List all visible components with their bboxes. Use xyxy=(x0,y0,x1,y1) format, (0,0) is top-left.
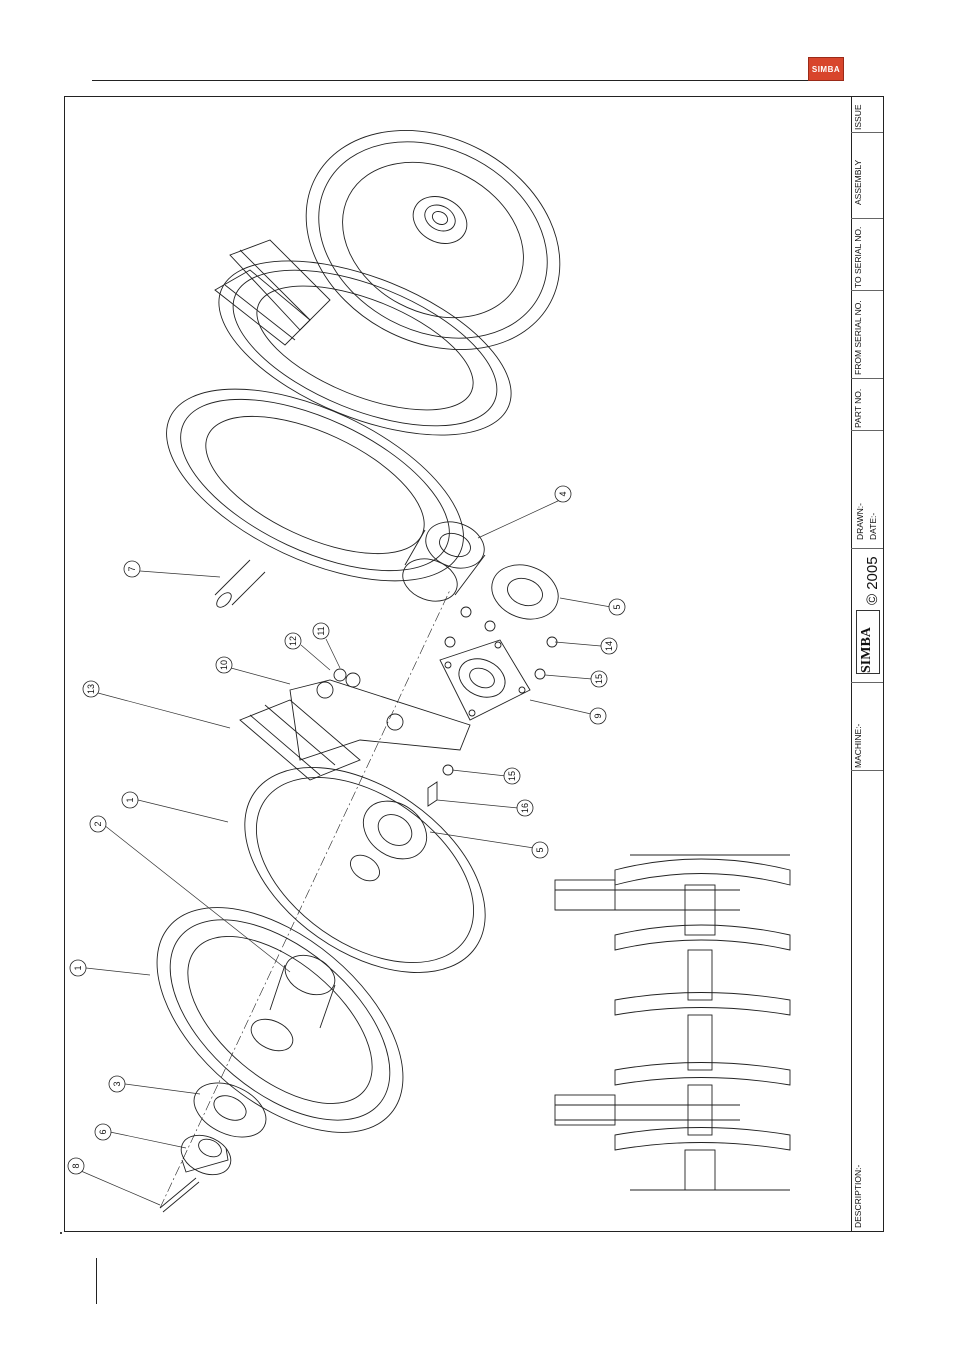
disc-top-right xyxy=(268,87,599,392)
arm-bracket xyxy=(240,680,470,780)
disc-second xyxy=(195,225,535,471)
washer-bottom xyxy=(185,1072,274,1148)
disc-middle xyxy=(207,725,522,1014)
callout-10-num: 10 xyxy=(219,660,229,670)
corner-mark xyxy=(60,1232,62,1234)
callout-13-num: 13 xyxy=(86,684,96,694)
callout-11-num: 11 xyxy=(316,626,326,635)
callout-15b-num: 15 xyxy=(507,771,517,781)
callout-7-num: 7 xyxy=(127,566,137,571)
castle-nut xyxy=(175,1128,237,1183)
callout-5a-num: 5 xyxy=(612,604,622,609)
callout-15a-num: 15 xyxy=(594,674,604,684)
callout-1b-num: 1 xyxy=(125,797,135,802)
callout-12-num: 12 xyxy=(288,636,298,646)
bearing-housing xyxy=(440,640,530,720)
shaft xyxy=(214,560,265,610)
callout-14-num: 14 xyxy=(604,641,614,651)
callout-2-num: 2 xyxy=(93,821,103,826)
callout-5b-num: 5 xyxy=(535,847,545,852)
callout-1a-num: 1 xyxy=(73,965,83,970)
callout-8-num: 8 xyxy=(71,1163,81,1168)
callout-4-num: 4 xyxy=(558,491,568,496)
disc-third xyxy=(138,349,491,620)
callout-9-num: 9 xyxy=(593,713,603,718)
disc-bottom xyxy=(116,864,444,1176)
callout-3-num: 3 xyxy=(112,1081,122,1086)
callout-6-num: 6 xyxy=(98,1129,108,1134)
top-bracket xyxy=(215,240,330,345)
callout-16-num: 16 xyxy=(520,803,530,813)
fasteners xyxy=(334,607,557,806)
assembled-view xyxy=(555,855,790,1190)
spacer xyxy=(397,514,491,608)
washer-top xyxy=(484,556,566,628)
page-margin-bar xyxy=(96,1258,97,1304)
